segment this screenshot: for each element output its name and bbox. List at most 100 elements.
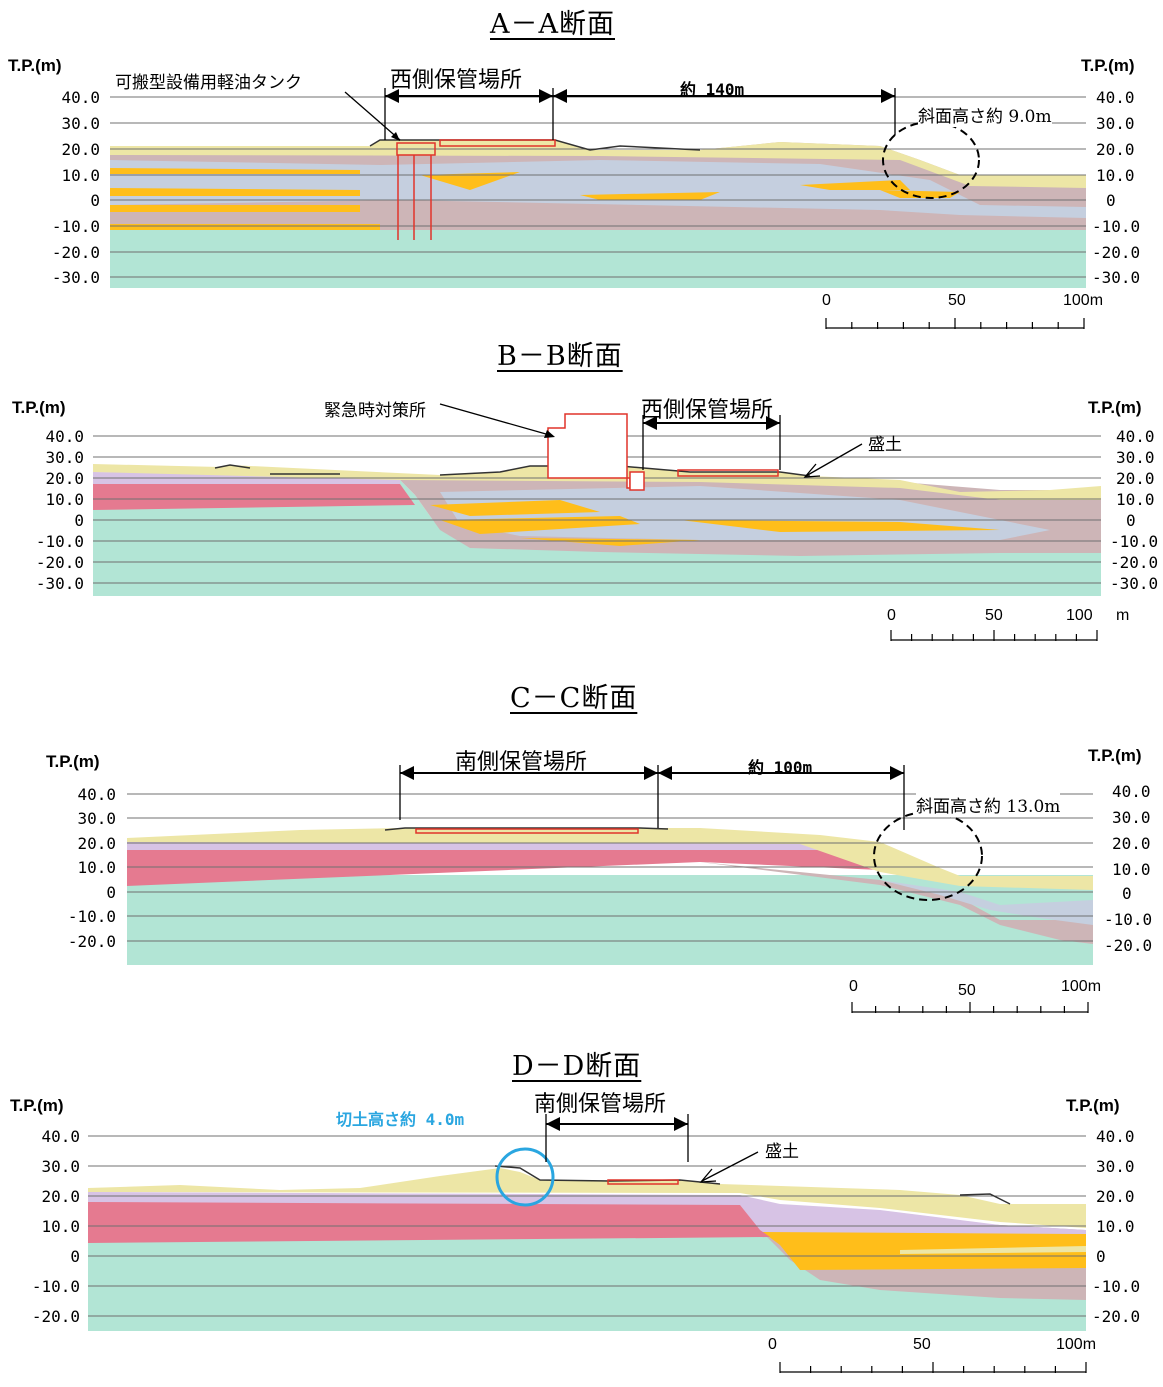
tick-aa-l-20: 20.0 [61,140,100,159]
tick-aa-r-0: 0 [1106,191,1116,210]
tick-cc-r-10: 10.0 [1112,860,1151,879]
tick-bb-l-m30: -30.0 [35,574,84,593]
tick-cc-l-40: 40.0 [77,785,116,804]
section-cc-diagram [127,765,1093,965]
label-slope-cc: 斜面高さ約 13.0m [916,792,1061,817]
tick-aa-r-30: 30.0 [1096,114,1135,133]
tick-aa-l-0: 0 [90,191,100,210]
tick-dd-r-0: 0 [1096,1247,1106,1266]
tick-dd-l-0: 0 [70,1247,80,1266]
section-cc-axis-label-right: T.P.(m) [1088,746,1142,765]
section-dd-axis-label-right: T.P.(m) [1066,1096,1120,1115]
scale-aa-50: 50 [948,292,966,309]
tick-dd-l-30: 30.0 [41,1157,80,1176]
tick-bb-r-0: 0 [1126,511,1136,530]
scale-dd-50: 50 [913,1336,931,1353]
tick-aa-r-20: 20.0 [1096,140,1135,159]
tick-dd-r-10: 10.0 [1096,1217,1135,1236]
scale-cc-0: 0 [849,978,858,995]
label-slope-aa: 斜面高さ約 9.0m [918,102,1052,127]
tick-dd-r-m20: -20.0 [1092,1307,1141,1326]
tick-cc-l-m10: -10.0 [67,907,116,926]
scale-bb-0: 0 [887,607,896,624]
section-aa-title: A－A断面 [490,9,615,40]
label-west-storage-aa: 西側保管場所 [390,68,523,93]
tick-dd-r-m10: -10.0 [1092,1277,1141,1296]
section-bb-axis-label-left: T.P.(m) [12,398,66,417]
scale-cc-50: 50 [958,982,976,999]
tick-bb-r-10: 10.0 [1116,490,1155,509]
section-aa-diagram [110,88,1086,288]
tick-cc-l-10: 10.0 [77,858,116,877]
tick-bb-r-m10: -10.0 [1110,532,1159,551]
scale-cc-100: 100m [1061,978,1102,995]
tick-bb-r-40: 40.0 [1116,427,1155,446]
tick-bb-r-m20: -20.0 [1110,553,1159,572]
section-dd-axis-label-left: T.P.(m) [10,1096,64,1115]
tick-aa-r-m10: -10.0 [1092,217,1141,236]
tick-aa-r-m20: -20.0 [1092,243,1141,262]
section-bb-title: B－B断面 [497,341,623,372]
tick-aa-r-40: 40.0 [1096,88,1135,107]
scale-aa-0: 0 [822,292,831,309]
tick-dd-l-10: 10.0 [41,1217,80,1236]
section-aa-axis-label-right: T.P.(m) [1081,56,1135,75]
tick-aa-l-10: 10.0 [61,166,100,185]
tick-aa-l-m30: -30.0 [51,268,100,287]
label-west-storage-bb: 西側保管場所 [641,398,774,423]
tick-cc-l-m20: -20.0 [67,932,116,951]
tick-cc-r-m20: -20.0 [1104,936,1153,955]
tick-bb-l-40: 40.0 [45,427,84,446]
section-cc-title: C－C断面 [510,683,638,714]
tick-bb-r-m30: -30.0 [1110,574,1159,593]
tick-aa-r-m30: -30.0 [1092,268,1141,287]
section-aa-axis-label-left: T.P.(m) [8,56,62,75]
tick-cc-r-40: 40.0 [1112,782,1151,801]
tick-bb-l-10: 10.0 [45,490,84,509]
scale-dd-100: 100m [1056,1336,1097,1353]
tick-bb-l-m10: -10.0 [35,532,84,551]
tick-bb-l-30: 30.0 [45,448,84,467]
tick-dd-r-30: 30.0 [1096,1157,1135,1176]
scale-aa-100: 100m [1063,292,1104,309]
label-south-storage-dd: 南側保管場所 [534,1092,667,1117]
tick-aa-l-m20: -20.0 [51,243,100,262]
tick-bb-l-m20: -20.0 [35,553,84,572]
tick-cc-l-30: 30.0 [77,809,116,828]
scale-bb-unit: m [1116,607,1130,624]
tick-dd-r-20: 20.0 [1096,1187,1135,1206]
tick-cc-l-20: 20.0 [77,834,116,853]
scale-bb-100: 100 [1066,607,1093,624]
tick-bb-l-0: 0 [74,511,84,530]
section-cc-axis-label-left: T.P.(m) [46,752,100,771]
label-fill-dd: 盛土 [765,1142,799,1162]
label-fill-bb: 盛土 [868,435,902,455]
tick-dd-r-40: 40.0 [1096,1127,1135,1146]
section-bb-axis-label-right: T.P.(m) [1088,398,1142,417]
tick-aa-l-30: 30.0 [61,114,100,133]
section-bb-diagram [93,403,1101,596]
tick-cc-r-0: 0 [1122,884,1132,903]
tick-aa-l-40: 40.0 [61,88,100,107]
tick-dd-l-m20: -20.0 [31,1307,80,1326]
label-cut-height: 切土高さ約 4.0m [336,1110,465,1129]
label-emergency-office: 緊急時対策所 [324,401,426,421]
label-south-storage-cc: 南側保管場所 [455,750,588,775]
tick-dd-l-40: 40.0 [41,1127,80,1146]
tick-dd-l-m10: -10.0 [31,1277,80,1296]
tick-aa-r-10: 10.0 [1096,166,1135,185]
section-dd-title: D－D断面 [512,1051,642,1082]
label-distance-cc: 約 100m [748,758,813,777]
tick-cc-r-m10: -10.0 [1104,910,1153,929]
tick-cc-r-20: 20.0 [1112,834,1151,853]
scale-bb-50: 50 [985,607,1003,624]
tick-bb-l-20: 20.0 [45,469,84,488]
label-tank: 可搬型設備用軽油タンク [115,73,302,93]
scale-dd-0: 0 [768,1336,777,1353]
tick-aa-l-m10: -10.0 [51,217,100,236]
label-distance-aa: 約 140m [680,80,745,99]
tick-dd-l-20: 20.0 [41,1187,80,1206]
tick-cc-r-30: 30.0 [1112,808,1151,827]
tick-cc-l-0: 0 [106,883,116,902]
